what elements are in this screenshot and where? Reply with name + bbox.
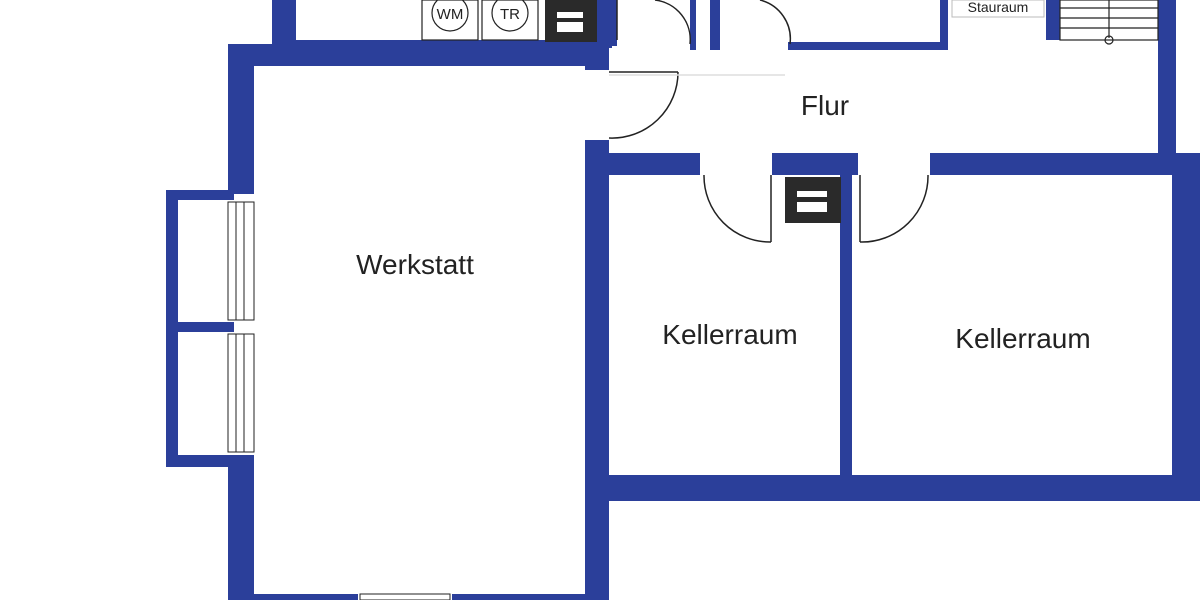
wall-werkstatt-top <box>228 44 608 66</box>
door-keller1-arc <box>703 174 772 243</box>
wall-top-stub-a <box>690 0 696 50</box>
door-werkstatt-arc <box>608 71 679 139</box>
room-label-keller-1: Kellerraum <box>662 319 797 350</box>
electrical-panel-flur <box>785 177 841 223</box>
wall-bay-bottom <box>166 455 234 467</box>
dryer-label: TR <box>500 6 520 23</box>
wall-werkstatt-right-lower <box>585 140 609 600</box>
door-swing-top-arc-2 <box>759 0 792 45</box>
wall-keller-top-mid <box>772 153 858 175</box>
wall-top-stauraum-left <box>788 42 948 50</box>
wall-keller-top-left <box>600 153 700 175</box>
door-swing-top-arc <box>654 0 691 45</box>
dryer-drum <box>491 0 529 32</box>
door-keller2-arc <box>859 174 929 243</box>
wall-top-stub-b <box>710 0 720 50</box>
stauraum-label-bg <box>951 0 1045 18</box>
washer-box <box>421 0 479 41</box>
electrical-panel-top-slot-1 <box>557 12 583 18</box>
stair-arrow-dot <box>1104 35 1114 45</box>
washer-label: WM <box>437 6 464 23</box>
wall-werkstatt-right-upper <box>585 44 609 70</box>
walls <box>166 0 1200 600</box>
electrical-panel-top <box>545 0 597 42</box>
window-lower <box>227 333 255 453</box>
doors <box>608 0 929 243</box>
wall-werkstatt-bottom-right <box>452 594 609 600</box>
washer-drum <box>431 0 469 32</box>
wall-stair-right <box>1158 0 1176 160</box>
wall-werkstatt-left-lower <box>228 455 254 600</box>
electrical-panel-flur-slot-2 <box>797 202 827 212</box>
wall-bay-top <box>166 190 234 200</box>
wall-werkstatt-bottom-left <box>228 594 358 600</box>
room-labels: Werkstatt Flur Kellerraum Kellerraum Sta… <box>356 0 1091 354</box>
wall-keller-right <box>1172 160 1200 500</box>
wall-keller-bottom <box>600 475 1200 501</box>
room-label-keller-2: Kellerraum <box>955 323 1090 354</box>
wall-bay-mid <box>166 322 234 332</box>
wall-top-left-stub <box>272 0 296 46</box>
wall-stair-left <box>1046 0 1060 40</box>
stairs <box>1059 0 1159 45</box>
electrical-panel-top-slot-2 <box>557 22 583 32</box>
window-bottom <box>359 593 451 600</box>
dryer-box <box>481 0 539 41</box>
window-upper <box>227 201 255 321</box>
room-label-werkstatt: Werkstatt <box>356 249 474 280</box>
wall-top-stauraum-right <box>940 0 948 50</box>
appliances: WM TR <box>421 0 841 223</box>
room-label-flur: Flur <box>801 90 849 121</box>
stair-box <box>1059 0 1159 41</box>
wall-werkstatt-left-upper <box>228 44 254 194</box>
electrical-panel-flur-slot-1 <box>797 191 827 197</box>
wall-keller-divider <box>840 175 852 480</box>
windows <box>227 201 451 600</box>
wall-keller-top-right <box>930 153 1200 175</box>
room-label-stauraum: Stauraum <box>968 0 1029 15</box>
